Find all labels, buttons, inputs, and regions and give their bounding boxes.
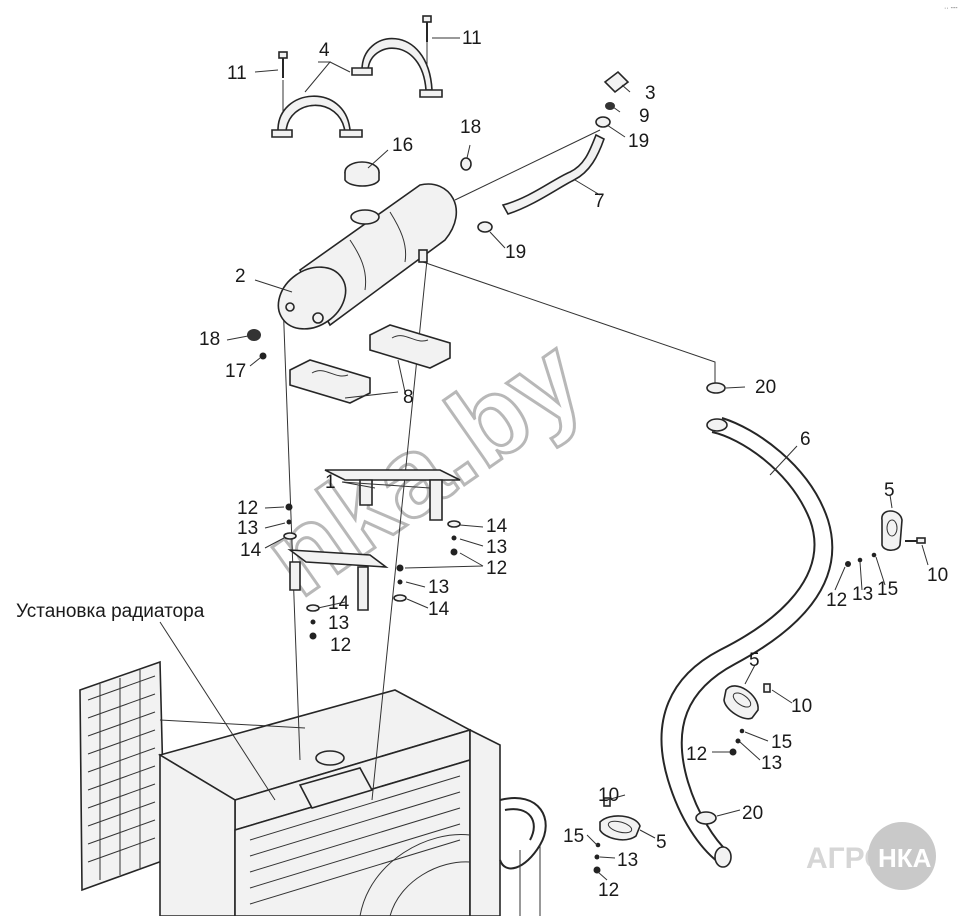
fastener-stack-right (447, 520, 461, 556)
hose-7 (501, 133, 605, 215)
callout-12-e: 12 (686, 744, 707, 765)
callout-12-b: 12 (486, 558, 507, 579)
caption-radiator-installation: Установка радиатора (16, 601, 205, 622)
callout-5-middle: 5 (749, 650, 760, 671)
callout-14-c: 14 (428, 599, 450, 620)
callout-1: 1 (325, 472, 336, 493)
callout-labels: 11 11 4 3 9 19 18 16 7 19 2 18 17 8 20 6… (199, 28, 948, 901)
callout-17: 17 (225, 361, 246, 382)
callout-11-left: 11 (227, 63, 247, 84)
mount-bracket-lower (287, 549, 389, 611)
callout-14-b: 14 (486, 516, 508, 537)
washer-9 (605, 102, 615, 110)
callout-6: 6 (800, 429, 811, 450)
callout-19-bottom: 19 (505, 242, 526, 263)
bolt-11-left (278, 51, 288, 78)
leader-lines (226, 37, 929, 881)
callout-11-right: 11 (462, 28, 482, 49)
callout-13-e: 13 (852, 584, 873, 605)
callout-18-top: 18 (460, 117, 481, 138)
callout-7: 7 (594, 191, 605, 212)
callout-20-bottom: 20 (742, 803, 763, 824)
caption-leader (159, 621, 276, 801)
callout-13-a: 13 (237, 518, 258, 539)
clamp-19-top (595, 116, 611, 128)
callout-13-f: 13 (761, 753, 782, 774)
fastener-stack-left (283, 503, 297, 540)
clip-5-right (845, 510, 926, 567)
bolt-11-right (422, 15, 432, 42)
expansion-tank (277, 183, 457, 330)
callout-10-right: 10 (927, 565, 948, 586)
callout-12-c: 12 (330, 635, 351, 656)
clamp-20-top (706, 382, 726, 394)
logo-text-right: НКА (878, 843, 932, 873)
fastener-stack-bottom (306, 604, 320, 640)
clamp-20-bottom (695, 811, 717, 825)
callout-10-bottom: 10 (598, 785, 619, 806)
callout-20-top: 20 (755, 377, 776, 398)
fastener-stack-mid (393, 564, 407, 602)
callout-19-top: 19 (628, 131, 649, 152)
callout-13-d: 13 (328, 613, 349, 634)
clamp-strap-right (351, 37, 443, 98)
callout-13-g: 13 (617, 850, 638, 871)
callout-8: 8 (403, 387, 414, 408)
callout-14-d: 14 (328, 593, 350, 614)
callout-13-c: 13 (428, 577, 449, 598)
callout-3: 3 (645, 83, 656, 104)
clip-5-bottom (593, 797, 641, 874)
callout-2: 2 (235, 266, 246, 287)
plug-18-top (460, 157, 472, 171)
mount-bracket-upper (324, 469, 461, 521)
callout-12-d: 12 (826, 590, 847, 611)
hose-6 (660, 417, 834, 868)
corner-mark: ·· --- (944, 5, 958, 12)
callout-12-f: 12 (598, 880, 619, 901)
callout-16: 16 (392, 135, 413, 156)
caption-leader-2 (159, 719, 306, 729)
agronka-logo: АГРО НКА (806, 822, 936, 890)
clip-5-middle (723, 683, 771, 756)
plug-18-left (247, 329, 261, 341)
callout-9: 9 (639, 106, 650, 127)
callout-15-c: 15 (563, 826, 584, 847)
callout-14-a: 14 (240, 540, 262, 561)
support-pad-8-right (369, 324, 451, 369)
callout-12-a: 12 (237, 498, 258, 519)
callout-15-a: 15 (877, 579, 898, 600)
callout-18-left: 18 (199, 329, 220, 350)
clamp-strap-left (271, 95, 363, 138)
callout-15-b: 15 (771, 732, 792, 753)
callout-13-b: 13 (486, 537, 507, 558)
callout-5-right: 5 (884, 480, 895, 501)
callout-4: 4 (319, 40, 330, 61)
fitting-3 (603, 70, 630, 94)
logo-circle (868, 822, 936, 890)
callout-10-middle: 10 (791, 696, 812, 717)
filler-cap-16 (344, 161, 380, 187)
callout-5-bottom: 5 (656, 832, 667, 853)
radiator-assembly (79, 660, 547, 916)
clamp-19-bottom (477, 221, 493, 233)
support-pad-8-left (289, 359, 371, 404)
assembly-guide-lines (282, 40, 716, 801)
washer-17 (259, 352, 267, 360)
